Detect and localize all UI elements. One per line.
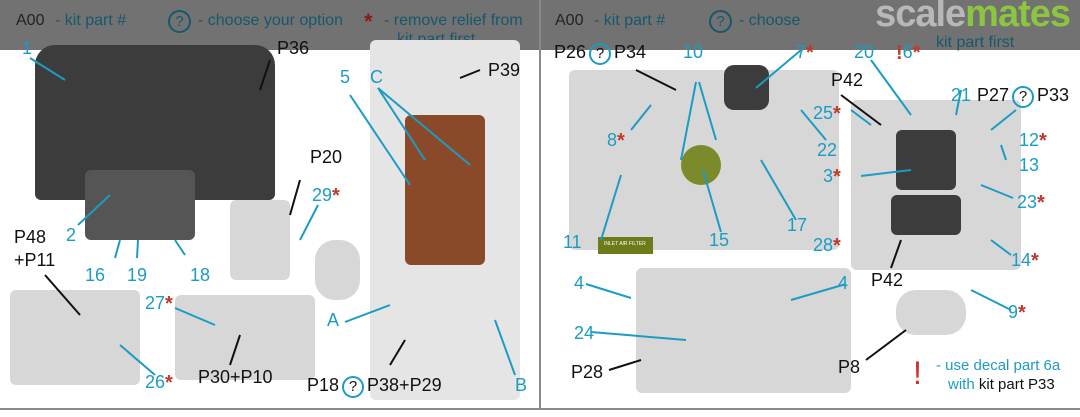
floor-part-p28 [636, 268, 851, 393]
label-23: 23* [1017, 192, 1045, 214]
decal-note-line2: with kit part P33 [948, 376, 1055, 393]
label-16: 16 [85, 265, 106, 285]
label-p18-option: P18?P38+P29 [307, 375, 442, 398]
label-4-left: 4 [574, 273, 585, 293]
label-12: 12* [1019, 130, 1047, 152]
legend-relief-text-2: kit part first [936, 34, 1015, 51]
label-p48: P48 [14, 227, 47, 247]
label-6: !6* [896, 42, 921, 64]
legend-header-right: A00 - kit part # ? - choose kit part fir… [541, 0, 1080, 51]
legend-header: A00 - kit part # ? - choose your option … [0, 0, 539, 50]
label-13: 13 [1019, 155, 1040, 175]
left-panel: A00 - kit part # ? - choose your option … [0, 0, 539, 408]
label-1: 1 [22, 38, 33, 58]
label-5: 5 [340, 67, 351, 87]
label-p26-option-p34: P26?P34 [554, 42, 646, 65]
decal-note-line1: - use decal part 6a [936, 357, 1061, 374]
label-p36: P36 [277, 38, 310, 58]
label-22: 22 [817, 140, 838, 160]
label-21: 21 [951, 85, 972, 105]
label-9: 9* [1008, 302, 1026, 324]
label-7: 7* [796, 42, 814, 64]
label-3: 3* [823, 166, 841, 188]
legend-part-code: A00 [16, 12, 45, 29]
label-24: 24 [574, 323, 595, 343]
p30-part [175, 295, 315, 380]
label-14: 14* [1011, 250, 1039, 272]
part-p8 [896, 290, 966, 335]
part-3 [896, 130, 956, 190]
legend-option-text: - choose [739, 12, 801, 29]
label-p8: P8 [838, 357, 861, 377]
label-p11: +P11 [14, 250, 56, 270]
label-p42-bottom: P42 [871, 270, 904, 290]
right-panel: A00 - kit part # ? - choose kit part fir… [541, 0, 1080, 408]
label-10: 10 [683, 42, 704, 62]
part-7 [724, 65, 769, 110]
legend-option-text: - choose your option [198, 12, 343, 29]
star-icon: * [364, 9, 373, 34]
option-icon: ? [168, 10, 191, 33]
lower-panel-part [85, 170, 195, 240]
label-8: 8* [607, 130, 625, 152]
label-15: 15 [709, 230, 730, 250]
label-2: 2 [66, 225, 77, 245]
label-c: C [370, 67, 383, 87]
p48-part [10, 290, 140, 385]
legend-relief-text: - remove relief from [384, 12, 523, 29]
label-17: 17 [787, 215, 808, 235]
option-icon: ? [709, 10, 732, 33]
legend-part-text: - kit part # [594, 12, 666, 29]
label-19: 19 [127, 265, 148, 285]
label-11: 11 [563, 232, 582, 252]
leader-lines-left [29, 57, 516, 376]
label-27: 27* [145, 293, 173, 315]
label-p28: P28 [571, 362, 604, 382]
placard-part: INLET AIR FILTER [598, 237, 653, 254]
part-15 [681, 145, 721, 185]
label-28: 28* [813, 235, 841, 257]
legend-part-code: A00 [555, 12, 584, 29]
label-4-right: 4 [838, 273, 849, 293]
p20-part [230, 200, 290, 280]
label-p27-option-p33: P27?P33 [977, 85, 1069, 108]
label-25: 25* [813, 103, 841, 125]
seat-cushion [405, 115, 485, 265]
label-p39: P39 [488, 60, 521, 80]
panel-divider [539, 0, 541, 410]
label-29: 29* [312, 185, 340, 207]
part-28 [891, 195, 961, 235]
label-p30-p10: P30+P10 [198, 367, 273, 387]
label-20: 20 [854, 42, 875, 62]
label-b: B [515, 375, 528, 395]
decal-note-icon: ! [913, 355, 922, 391]
bottom-border [0, 408, 1080, 410]
leader-lines-right [585, 49, 1017, 371]
legend-part-text: - kit part # [55, 12, 127, 29]
label-26: 26* [145, 372, 173, 394]
label-a: A [327, 310, 340, 330]
label-18: 18 [190, 265, 211, 285]
label-p42-top: P42 [831, 70, 864, 90]
scalemates-watermark: scalemates [875, 0, 1071, 35]
knob-part [315, 240, 360, 300]
label-p20: P20 [310, 147, 343, 167]
